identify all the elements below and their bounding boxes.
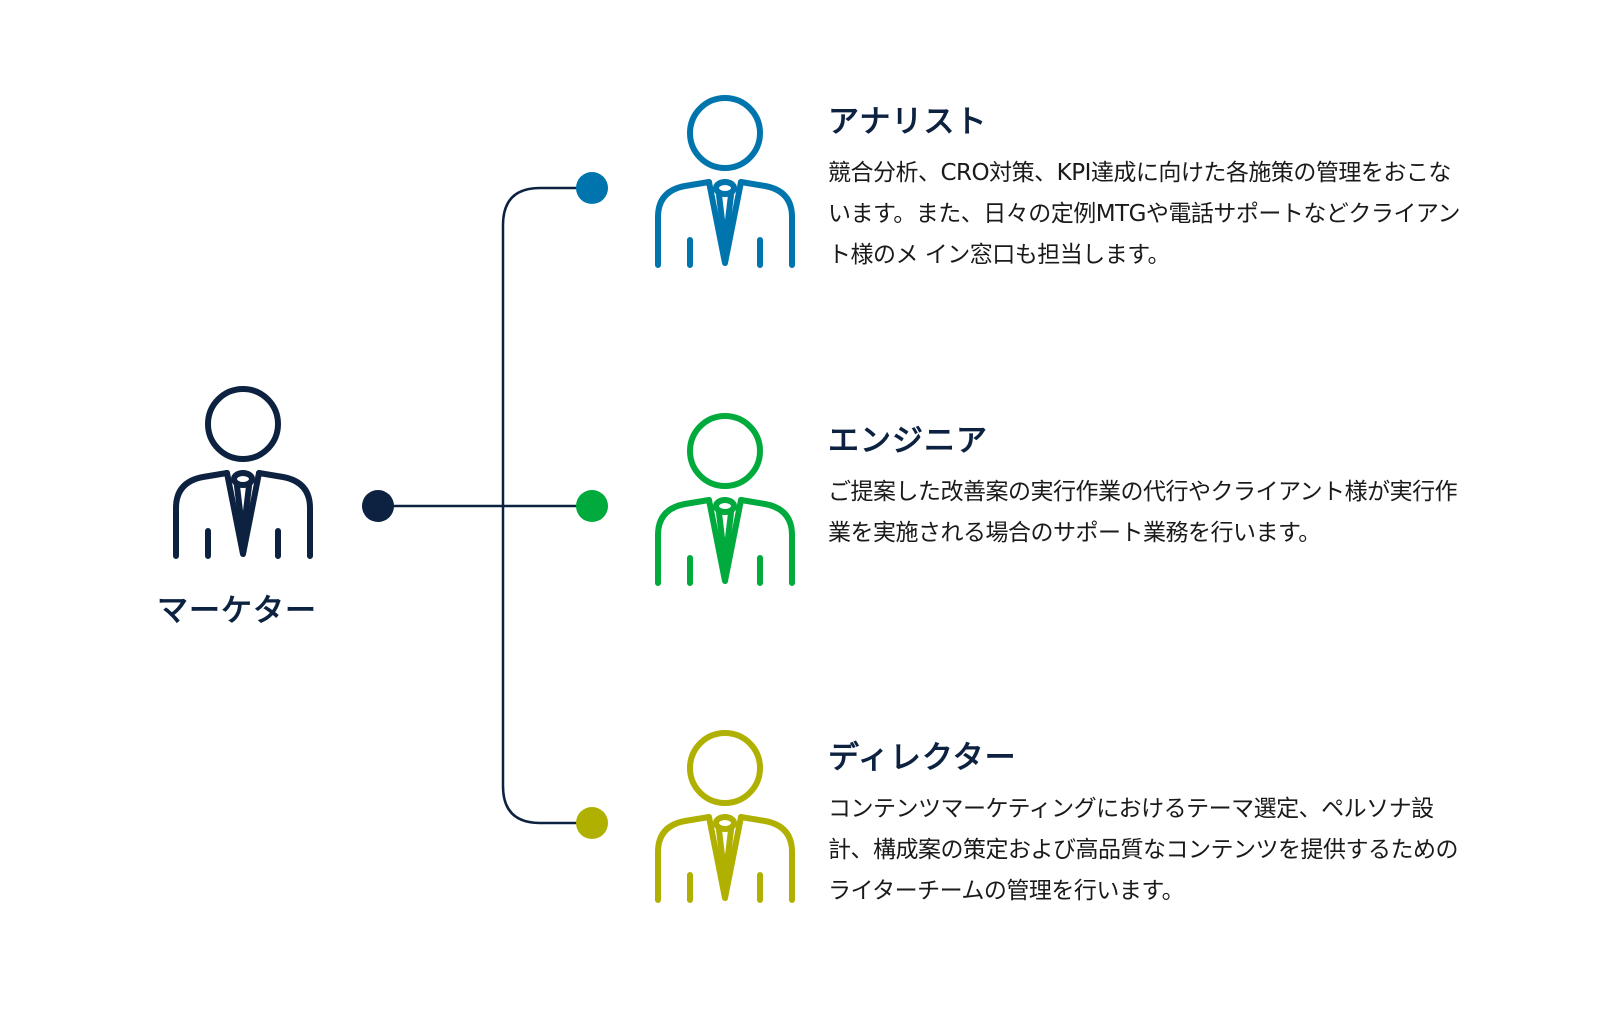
- marketer-person-icon: [173, 386, 313, 561]
- director-description: コンテンツマーケティングにおけるテーマ選定、ペルソナ設計、構成案の策定および高品…: [828, 796, 1459, 904]
- director-node-dot: [576, 807, 608, 839]
- analyst-title: アナリスト: [828, 104, 988, 140]
- analyst-node-dot: [576, 172, 608, 204]
- director-person-icon: [655, 730, 795, 905]
- director-title: ディレクター: [828, 740, 1017, 776]
- root-node-dot: [362, 490, 394, 522]
- marketer-label: マーケター: [157, 593, 317, 629]
- engineer-node-dot: [576, 490, 608, 522]
- engineer-title: エンジニア: [828, 423, 988, 459]
- engineer-person-icon: [655, 413, 795, 588]
- engineer-description: ご提案した改善案の実行作業の代行やクライアント様が実行作業を実施される場合のサポ…: [828, 479, 1458, 546]
- analyst-person-icon: [655, 95, 795, 270]
- analyst-description: 競合分析、CRO対策、KPI達成に向けた各施策の管理をおこないます。また、日々の…: [828, 160, 1461, 268]
- trunk-line: [378, 186, 592, 825]
